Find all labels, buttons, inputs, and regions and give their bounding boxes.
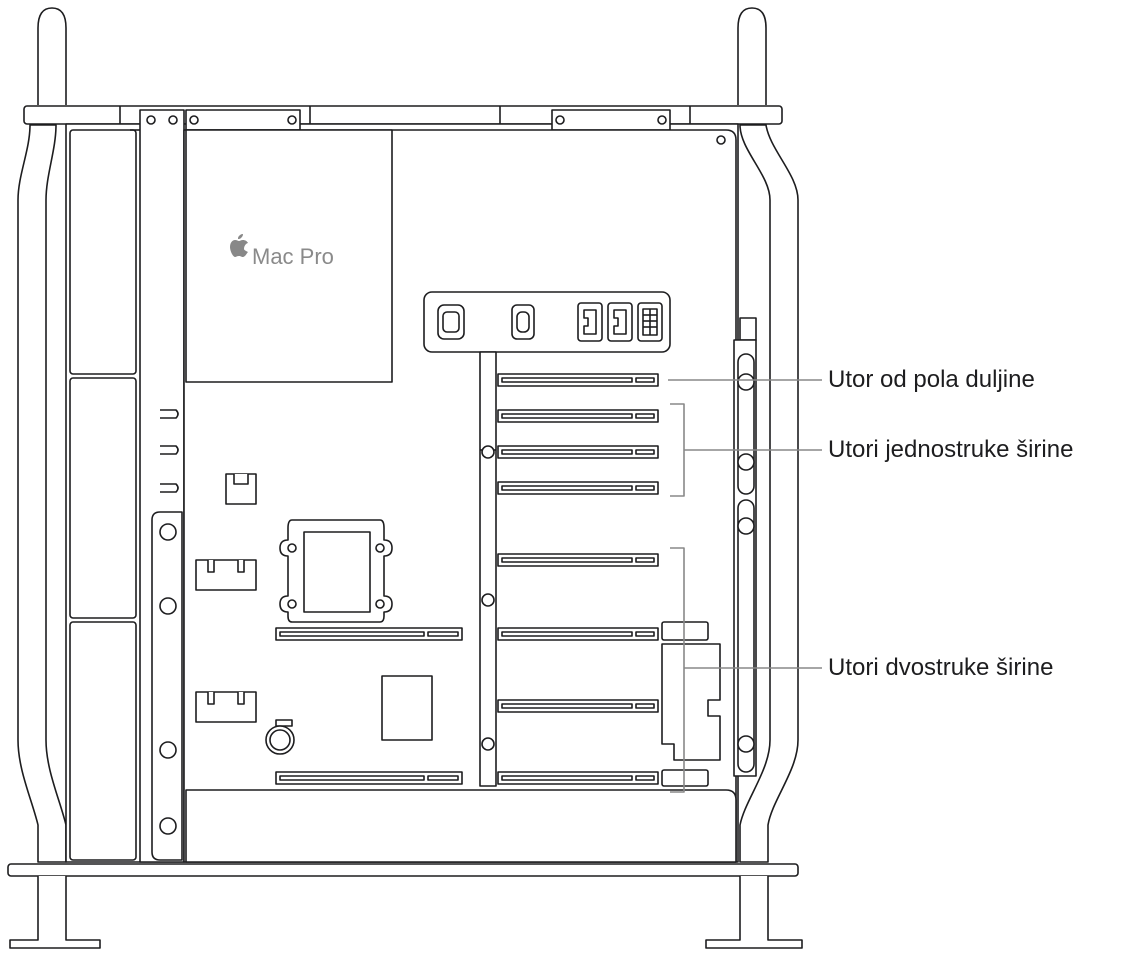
board-connectors [195, 473, 257, 723]
left-rail-tab [151, 511, 183, 861]
screw-icon [159, 597, 177, 615]
bottom-tray [185, 789, 737, 863]
pcie-slot-double-width-4 [497, 771, 659, 785]
power-supply-panel [185, 129, 393, 383]
apple-logo-icon [230, 234, 248, 257]
cpu-socket [279, 519, 393, 623]
pcie-slot-double-width-1 [497, 553, 659, 567]
pcie-slot-half-length [497, 373, 659, 387]
left-panels [69, 129, 137, 861]
callout-half-length-slot: Utor od pola duljine [828, 366, 1035, 393]
pcie-slot-single-width-2 [497, 445, 659, 459]
leader-lines [668, 379, 822, 793]
pcie-slot-single-width-1 [497, 409, 659, 423]
pcie-slot-double-width-3 [497, 699, 659, 713]
chipset [381, 675, 433, 741]
pcie-slot-double-width-2 [497, 627, 659, 641]
io-card [423, 291, 671, 353]
frame-handle-left [17, 7, 67, 863]
frame-handle-right [737, 7, 799, 863]
right-latch-rail [733, 317, 757, 777]
pcie-divider [479, 351, 497, 787]
screw-icon [159, 817, 177, 835]
screw-icon [737, 735, 755, 753]
coin-battery [265, 719, 295, 755]
right-connectors [661, 621, 721, 787]
pcie-slot-single-width-3 [497, 481, 659, 495]
product-label: Mac Pro [230, 234, 334, 269]
screw-icon [159, 741, 177, 759]
screw-icon [737, 517, 755, 535]
screw-icon [159, 523, 177, 541]
callout-double-width-slots: Utori dvostruke širine [828, 654, 1054, 681]
bracket-double-width [670, 547, 685, 793]
base-and-feet [7, 863, 803, 949]
board-long-slots [275, 627, 463, 785]
callout-single-width-slots: Utori jednostruke širine [828, 436, 1074, 463]
product-name: Mac Pro [252, 244, 334, 269]
pcie-slots [497, 373, 659, 785]
